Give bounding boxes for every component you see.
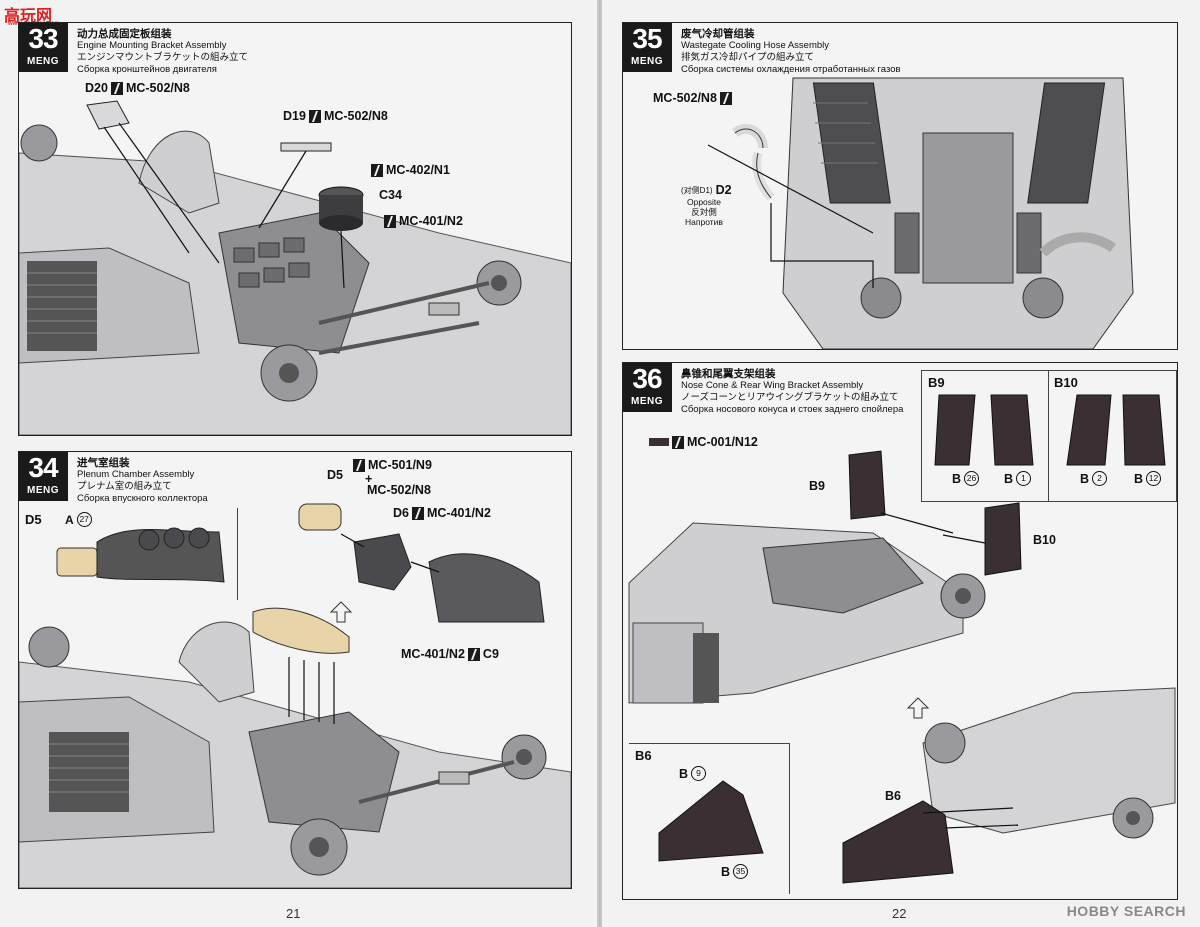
paint-icon: [719, 91, 732, 105]
page-number: 21: [286, 906, 301, 921]
page-number: 22: [892, 906, 907, 921]
step-35-illustration: [707, 77, 1134, 349]
page-21: 高玩网 www.gaowan.com 33 MENG 动力总成固定板组装 Eng…: [0, 0, 598, 927]
step-36-illustration: [628, 394, 1176, 884]
step-35-titles: 废气冷却管组装 Wastegate Cooling Hose Assembly …: [681, 28, 901, 75]
label-d5: D5: [327, 468, 343, 482]
step-36-badge: 36 MENG: [623, 363, 672, 412]
paint-icon: [467, 647, 480, 661]
paint-icon: [384, 214, 396, 228]
step-36-panel: 36 MENG 鼻锥和尾翼支架组装 Nose Cone & Rear Wing …: [622, 362, 1178, 900]
label-d5-paint2: MC-502/N8: [367, 483, 431, 497]
step-34-titles: 进气室组装 Plenum Chamber Assembly プレナム室の組み立て…: [77, 457, 208, 504]
step-33-illustration: [19, 100, 571, 435]
step-34-illustration: [19, 503, 571, 888]
paint-icon: [411, 506, 424, 520]
book-gutter: [597, 0, 603, 927]
color-swatch: [649, 438, 669, 446]
label-d5-paint1: MC-501/N9: [353, 458, 432, 472]
label-35-paint: MC-502/N8: [653, 91, 732, 105]
paint-legend: MC-001/N12: [649, 435, 758, 449]
label-c34-top-paint: MC-402/N1: [371, 163, 450, 177]
label-c34-bottom-paint: MC-401/N2: [384, 214, 463, 228]
label-opposite: Opposite 反対側 Напротив: [685, 197, 723, 227]
label-b9: B9: [809, 479, 825, 493]
paint-icon: [308, 109, 321, 123]
step-33-titles: 动力总成固定板组装 Engine Mounting Bracket Assemb…: [77, 28, 249, 75]
label-plus: +: [365, 472, 373, 486]
page-22: 35 MENG 废气冷却管组装 Wastegate Cooling Hose A…: [602, 0, 1200, 927]
label-b10: B10: [1033, 533, 1056, 547]
step-36-titles: 鼻锥和尾翼支架组装 Nose Cone & Rear Wing Bracket …: [681, 368, 904, 415]
step-34-panel: 34 MENG 进气室组装 Plenum Chamber Assembly プレ…: [18, 451, 572, 889]
step-33-panel: 33 MENG 动力总成固定板组装 Engine Mounting Bracke…: [18, 22, 572, 436]
paint-icon: [672, 435, 684, 449]
label-c34: C34: [379, 188, 402, 202]
step-35-panel: 35 MENG 废气冷却管组装 Wastegate Cooling Hose A…: [622, 22, 1178, 350]
step-34-badge: 34 MENG: [19, 452, 68, 501]
label-b6: B6: [885, 789, 901, 803]
paint-icon: [371, 163, 383, 177]
step-35-badge: 35 MENG: [623, 23, 672, 72]
step-33-badge: 33 MENG: [19, 23, 68, 72]
label-d2: (对侧D1)D2: [681, 183, 732, 197]
paint-icon: [110, 81, 123, 95]
paint-icon: [353, 458, 365, 472]
hobby-search-watermark: HOBBY SEARCH: [1066, 903, 1186, 919]
